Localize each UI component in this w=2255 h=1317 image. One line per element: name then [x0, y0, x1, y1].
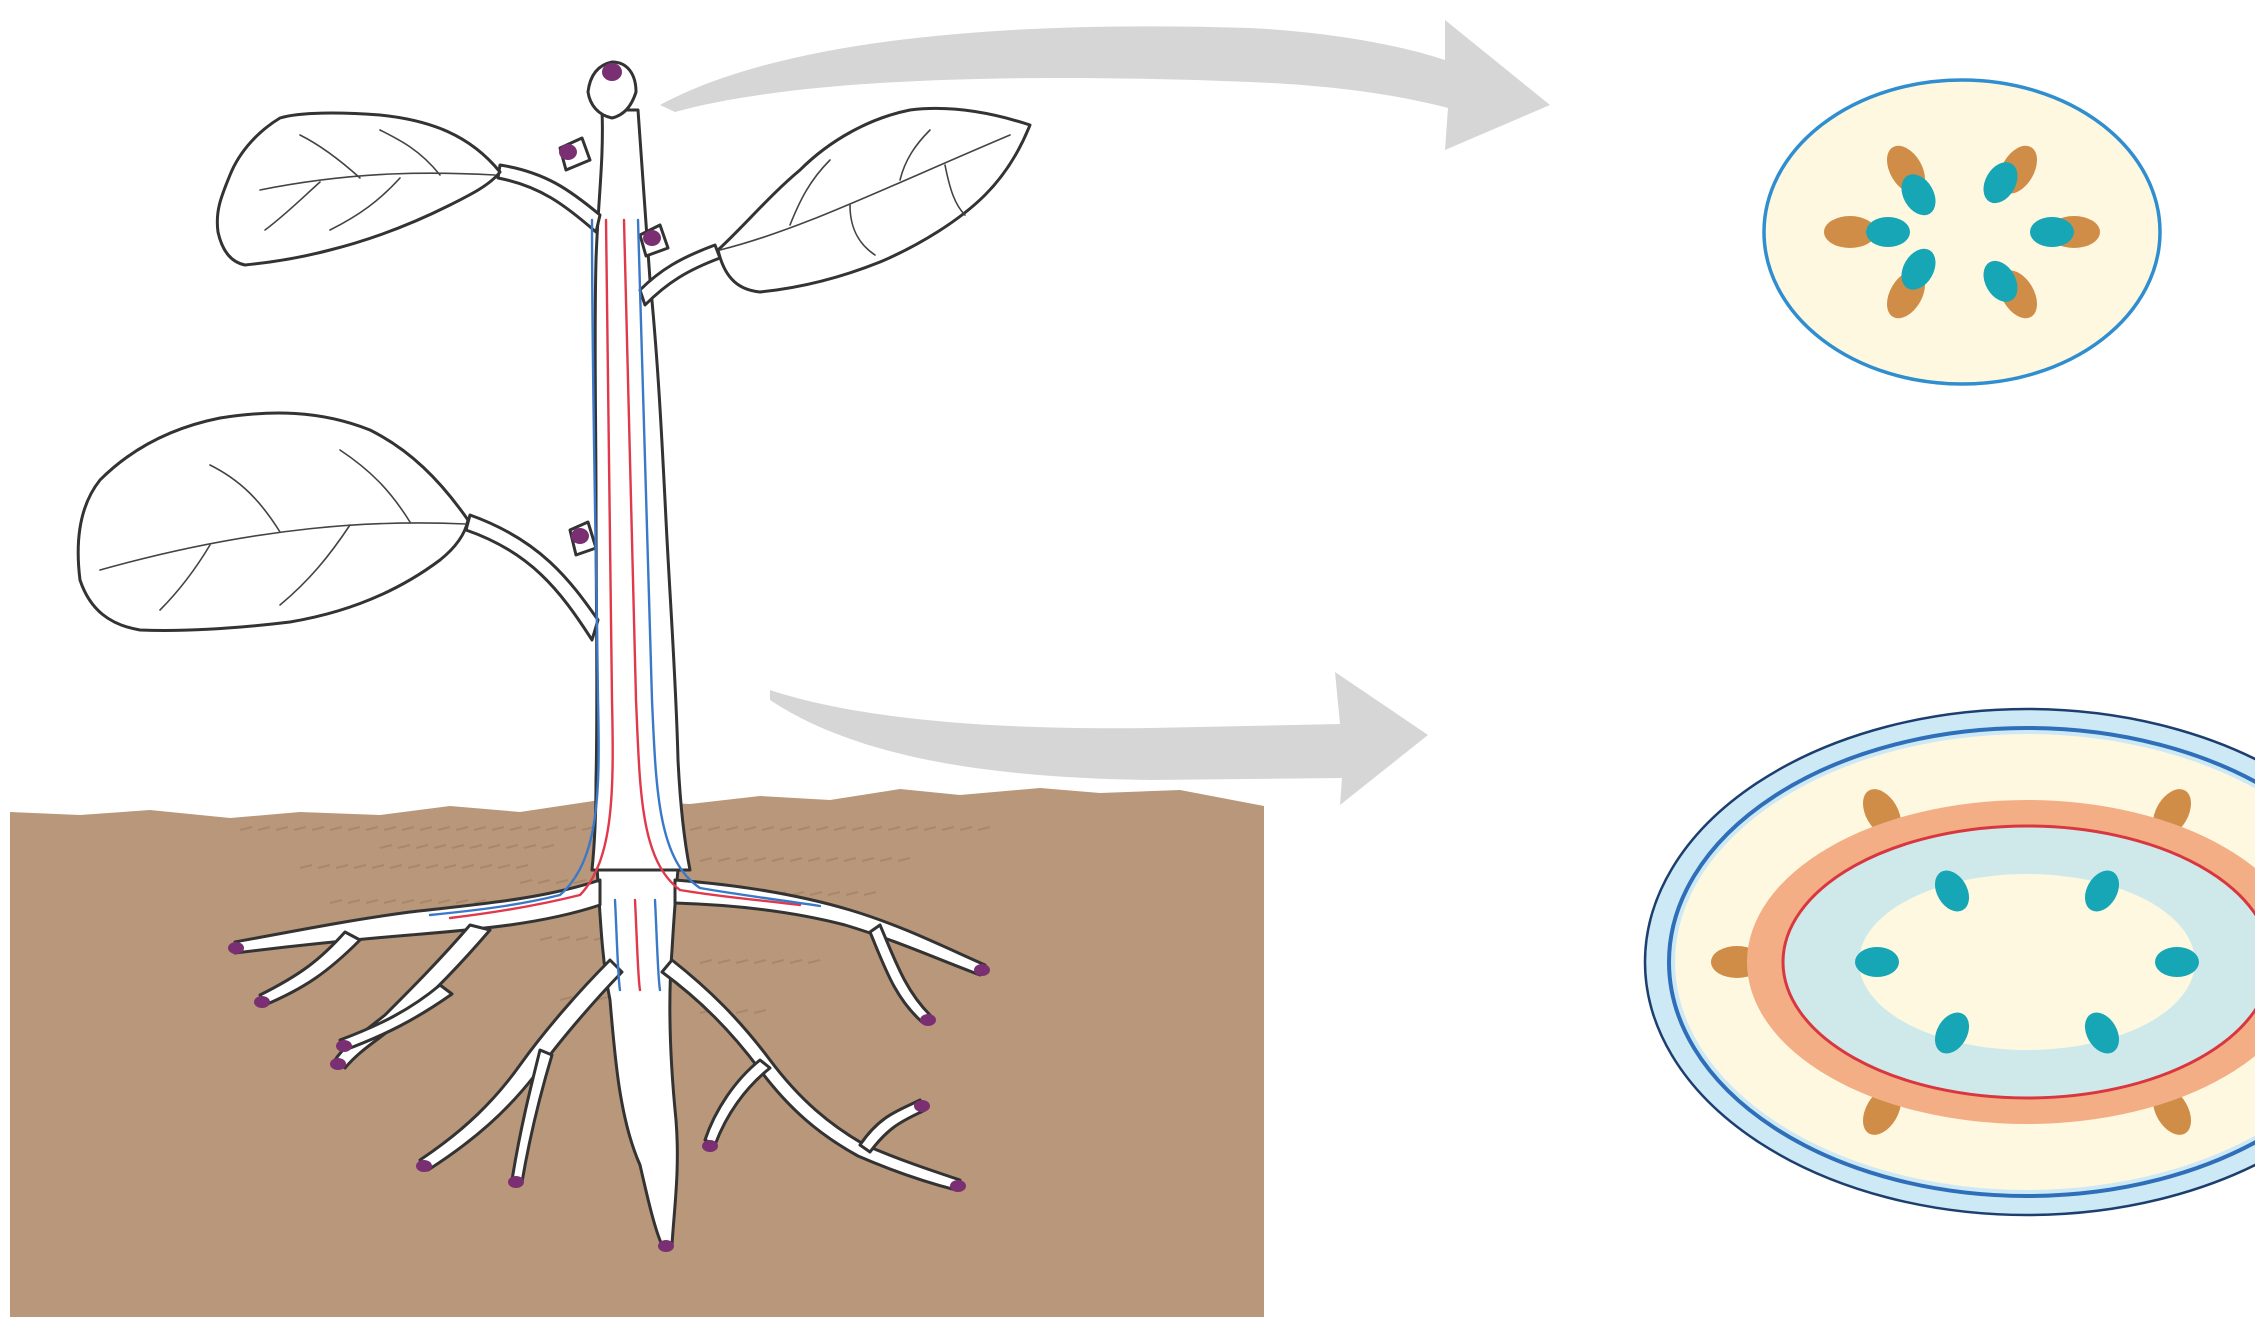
root-xylem-bundle: [1855, 947, 1899, 977]
top-arrow: [660, 20, 1550, 150]
root-tip: [702, 1140, 718, 1152]
root-tip: [336, 1040, 352, 1052]
root-tip: [974, 964, 990, 976]
upper-left-petiole: [498, 165, 600, 232]
root-tip: [416, 1160, 432, 1172]
root-pith: [1859, 874, 2195, 1050]
bud: [602, 63, 622, 81]
root-tip: [508, 1176, 524, 1188]
xylem-bundle: [2030, 217, 2074, 247]
root-cross-section: [1645, 709, 2255, 1215]
root-tip: [330, 1058, 346, 1070]
upper-left-leaf: [217, 113, 500, 265]
bottom-arrow: [770, 672, 1428, 805]
bud: [571, 528, 589, 544]
root-tip: [920, 1014, 936, 1026]
root-tip: [914, 1100, 930, 1112]
upper-right-leaf: [718, 108, 1030, 292]
bud: [559, 144, 577, 160]
bud: [643, 230, 661, 246]
root-tip: [254, 996, 270, 1008]
root-tip: [950, 1180, 966, 1192]
stem-section-outline: [1764, 80, 2160, 384]
xylem-bundle: [1866, 217, 1910, 247]
root-tip: [228, 942, 244, 954]
stem-cross-section: [1764, 80, 2160, 384]
root-tip: [658, 1240, 674, 1252]
root-xylem-bundle: [2155, 947, 2199, 977]
